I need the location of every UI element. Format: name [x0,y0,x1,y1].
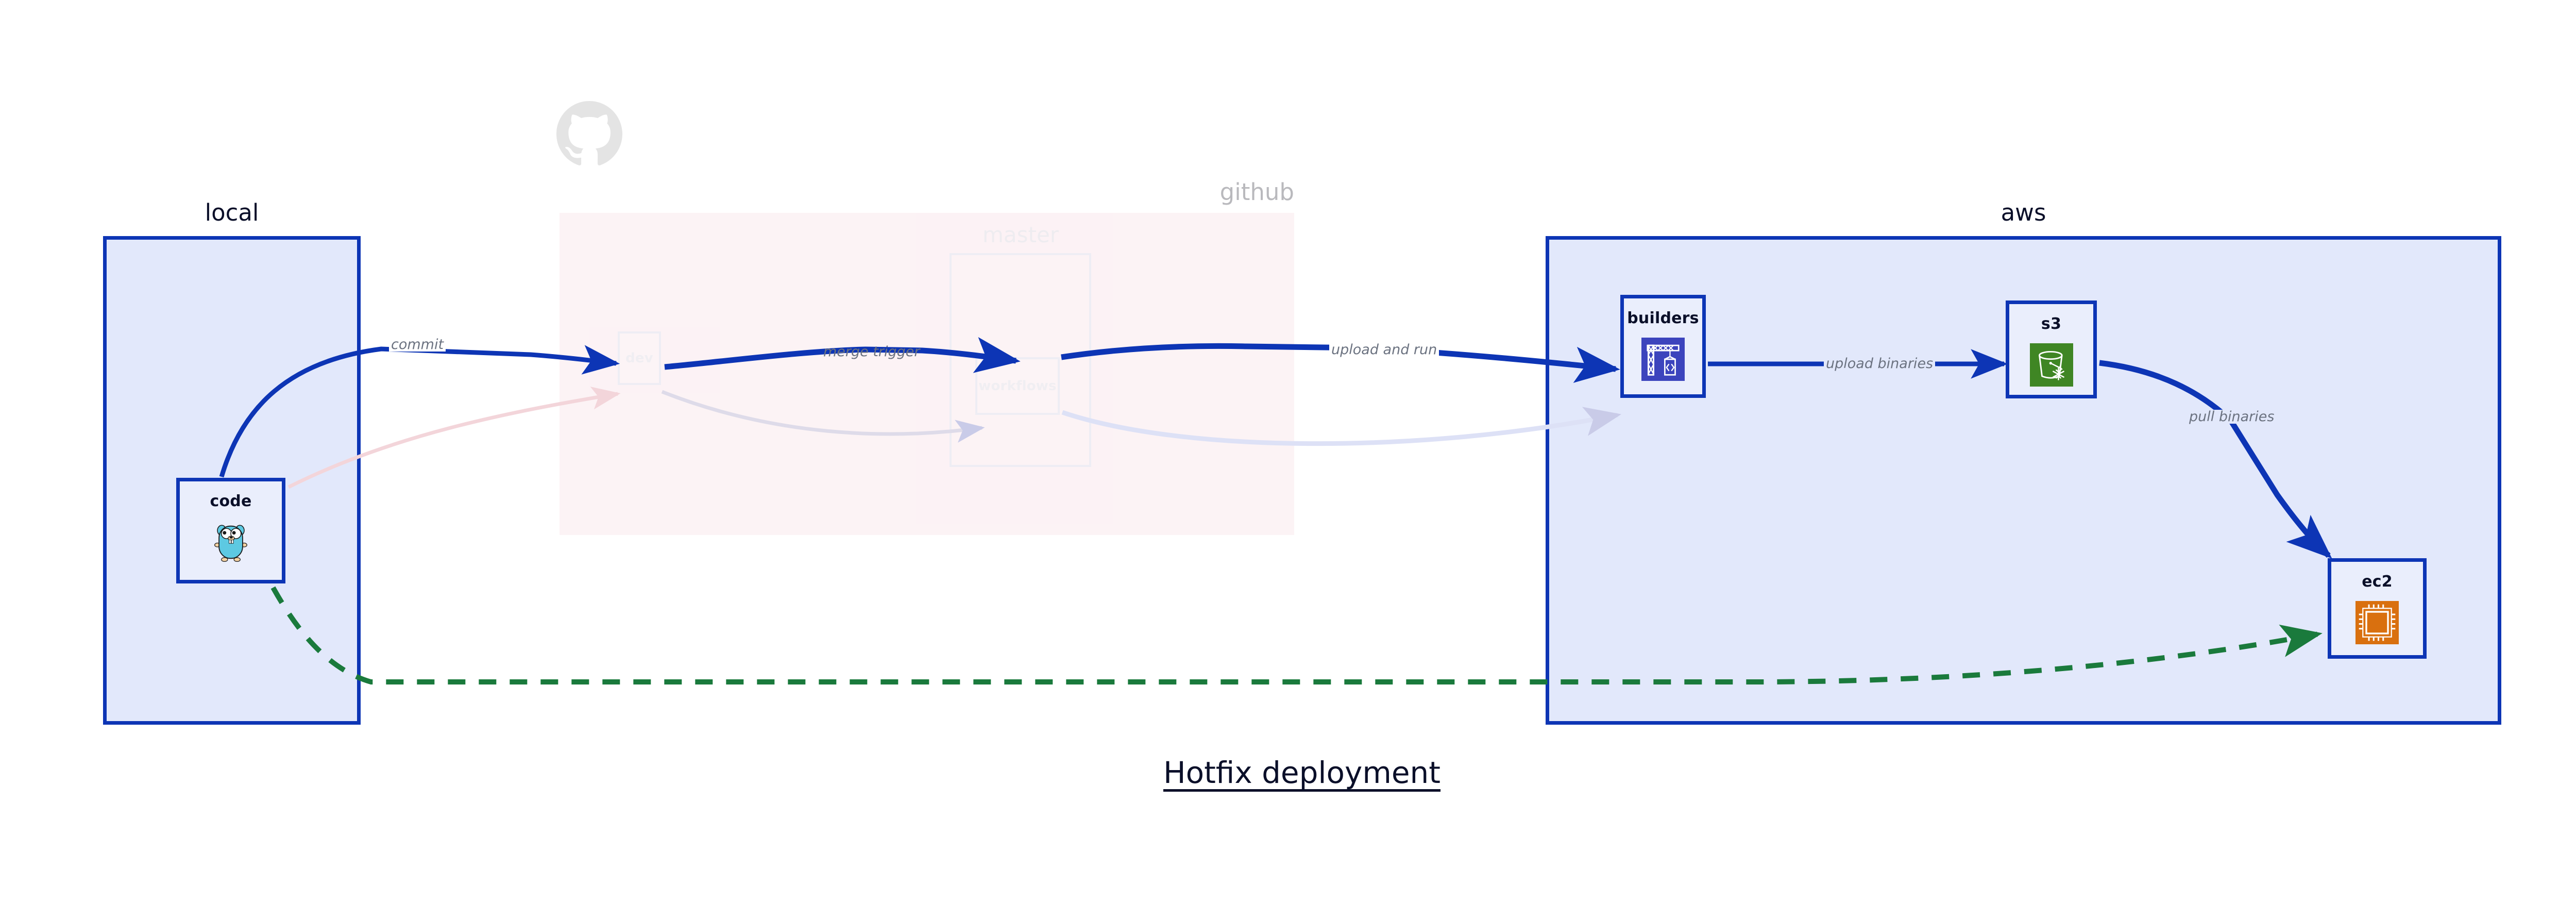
group-label-aws: aws [2001,199,2046,226]
node-title-s3: s3 [2041,315,2062,333]
aws-codebuild-icon [1641,338,1685,381]
node-builders[interactable]: builders [1620,295,1706,398]
node-title-workflows: workflows [978,378,1057,394]
node-title-dev: dev [625,350,653,366]
node-dev[interactable]: dev [618,331,661,385]
subgroup-label-master: master [982,222,1059,247]
node-title-ec2: ec2 [2362,573,2393,591]
edge-label-merge-trigger: merge trigger [823,344,920,360]
group-label-github: github [1219,178,1294,206]
node-workflows[interactable]: workflows [975,357,1060,415]
node-title-builders: builders [1627,309,1699,327]
node-code[interactable]: code [176,478,285,583]
edge-label-upload-binaries: upload binaries [1824,357,1936,371]
node-ec2[interactable]: ec2 [2328,558,2427,659]
diagram-title: Hotfix deployment [1163,755,1441,790]
edge-label-pull-binaries: pull binaries [2187,410,2277,424]
go-gopher-icon [214,525,247,562]
github-octocat-icon [556,101,622,165]
aws-s3-glacier-bucket-icon [2029,343,2073,387]
node-title-code: code [210,492,252,510]
group-label-local: local [205,199,259,226]
edge-label-commit: commit [389,338,446,352]
aws-ec2-chip-icon [2355,601,2399,644]
edge-label-upload-and-run: upload and run [1329,343,1439,357]
node-s3[interactable]: s3 [2006,300,2097,398]
group-github: master dev workflows [560,213,1294,535]
